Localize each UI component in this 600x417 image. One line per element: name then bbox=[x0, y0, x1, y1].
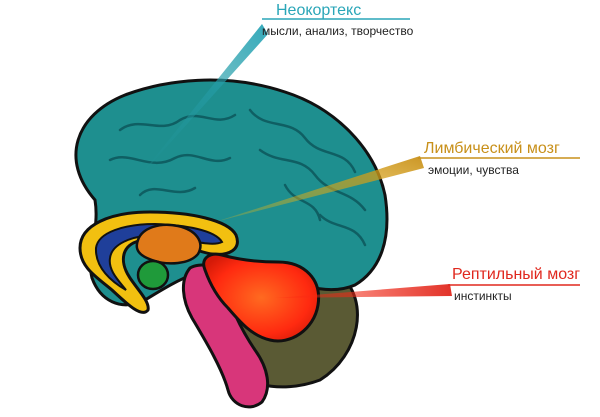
neocortex-pointer bbox=[135, 24, 268, 182]
limbic-pointer bbox=[215, 156, 424, 222]
reptilian-shape bbox=[202, 252, 321, 343]
limbic-title: Лимбический мозг bbox=[424, 140, 560, 157]
neocortex-title: Неокортекс bbox=[276, 2, 362, 19]
thalamus-shape bbox=[135, 223, 202, 265]
hippocampus-shape bbox=[136, 259, 170, 291]
reptilian-title: Рептильный мозг bbox=[452, 266, 581, 283]
reptilian-pointer bbox=[275, 284, 452, 298]
reptilian-subtitle: инстинкты bbox=[454, 289, 512, 303]
limbic-subtitle: эмоции, чувства bbox=[428, 163, 519, 177]
neocortex-subtitle: мысли, анализ, творчество bbox=[262, 24, 414, 38]
